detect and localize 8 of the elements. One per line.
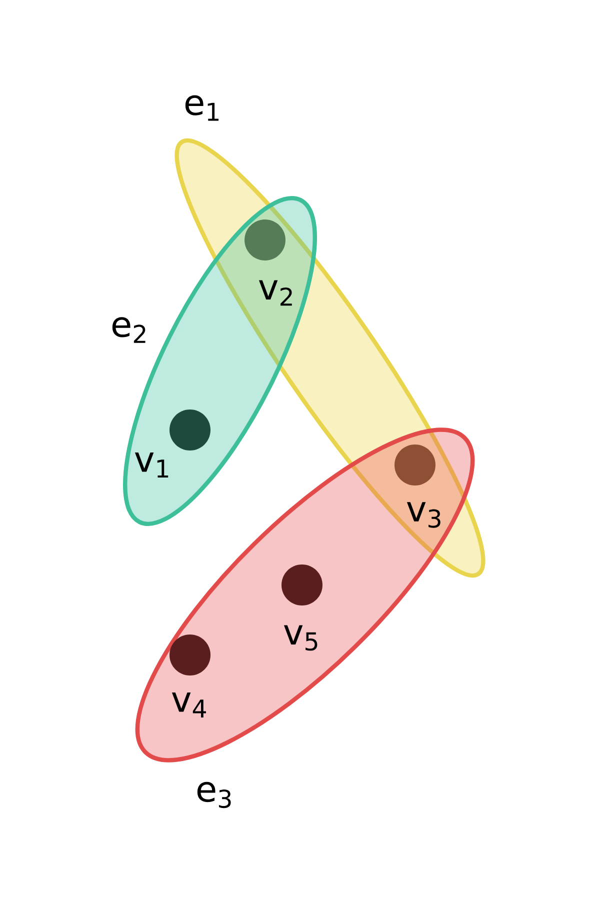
vertex-label: v$_{3}$ [406,502,440,528]
vertex-label: v$_{2}$ [258,280,292,306]
vertex-label: v$_{1}$ [134,452,168,478]
hyperedge-label: e$_{1}$ [185,95,218,121]
vertex-label: v$_{5}$ [284,625,318,651]
hyperedge-label: e$_{2}$ [112,317,146,343]
hyperedge-label: e$_{3}$ [197,782,231,808]
vertex-label: v$_{4}$ [172,692,206,718]
